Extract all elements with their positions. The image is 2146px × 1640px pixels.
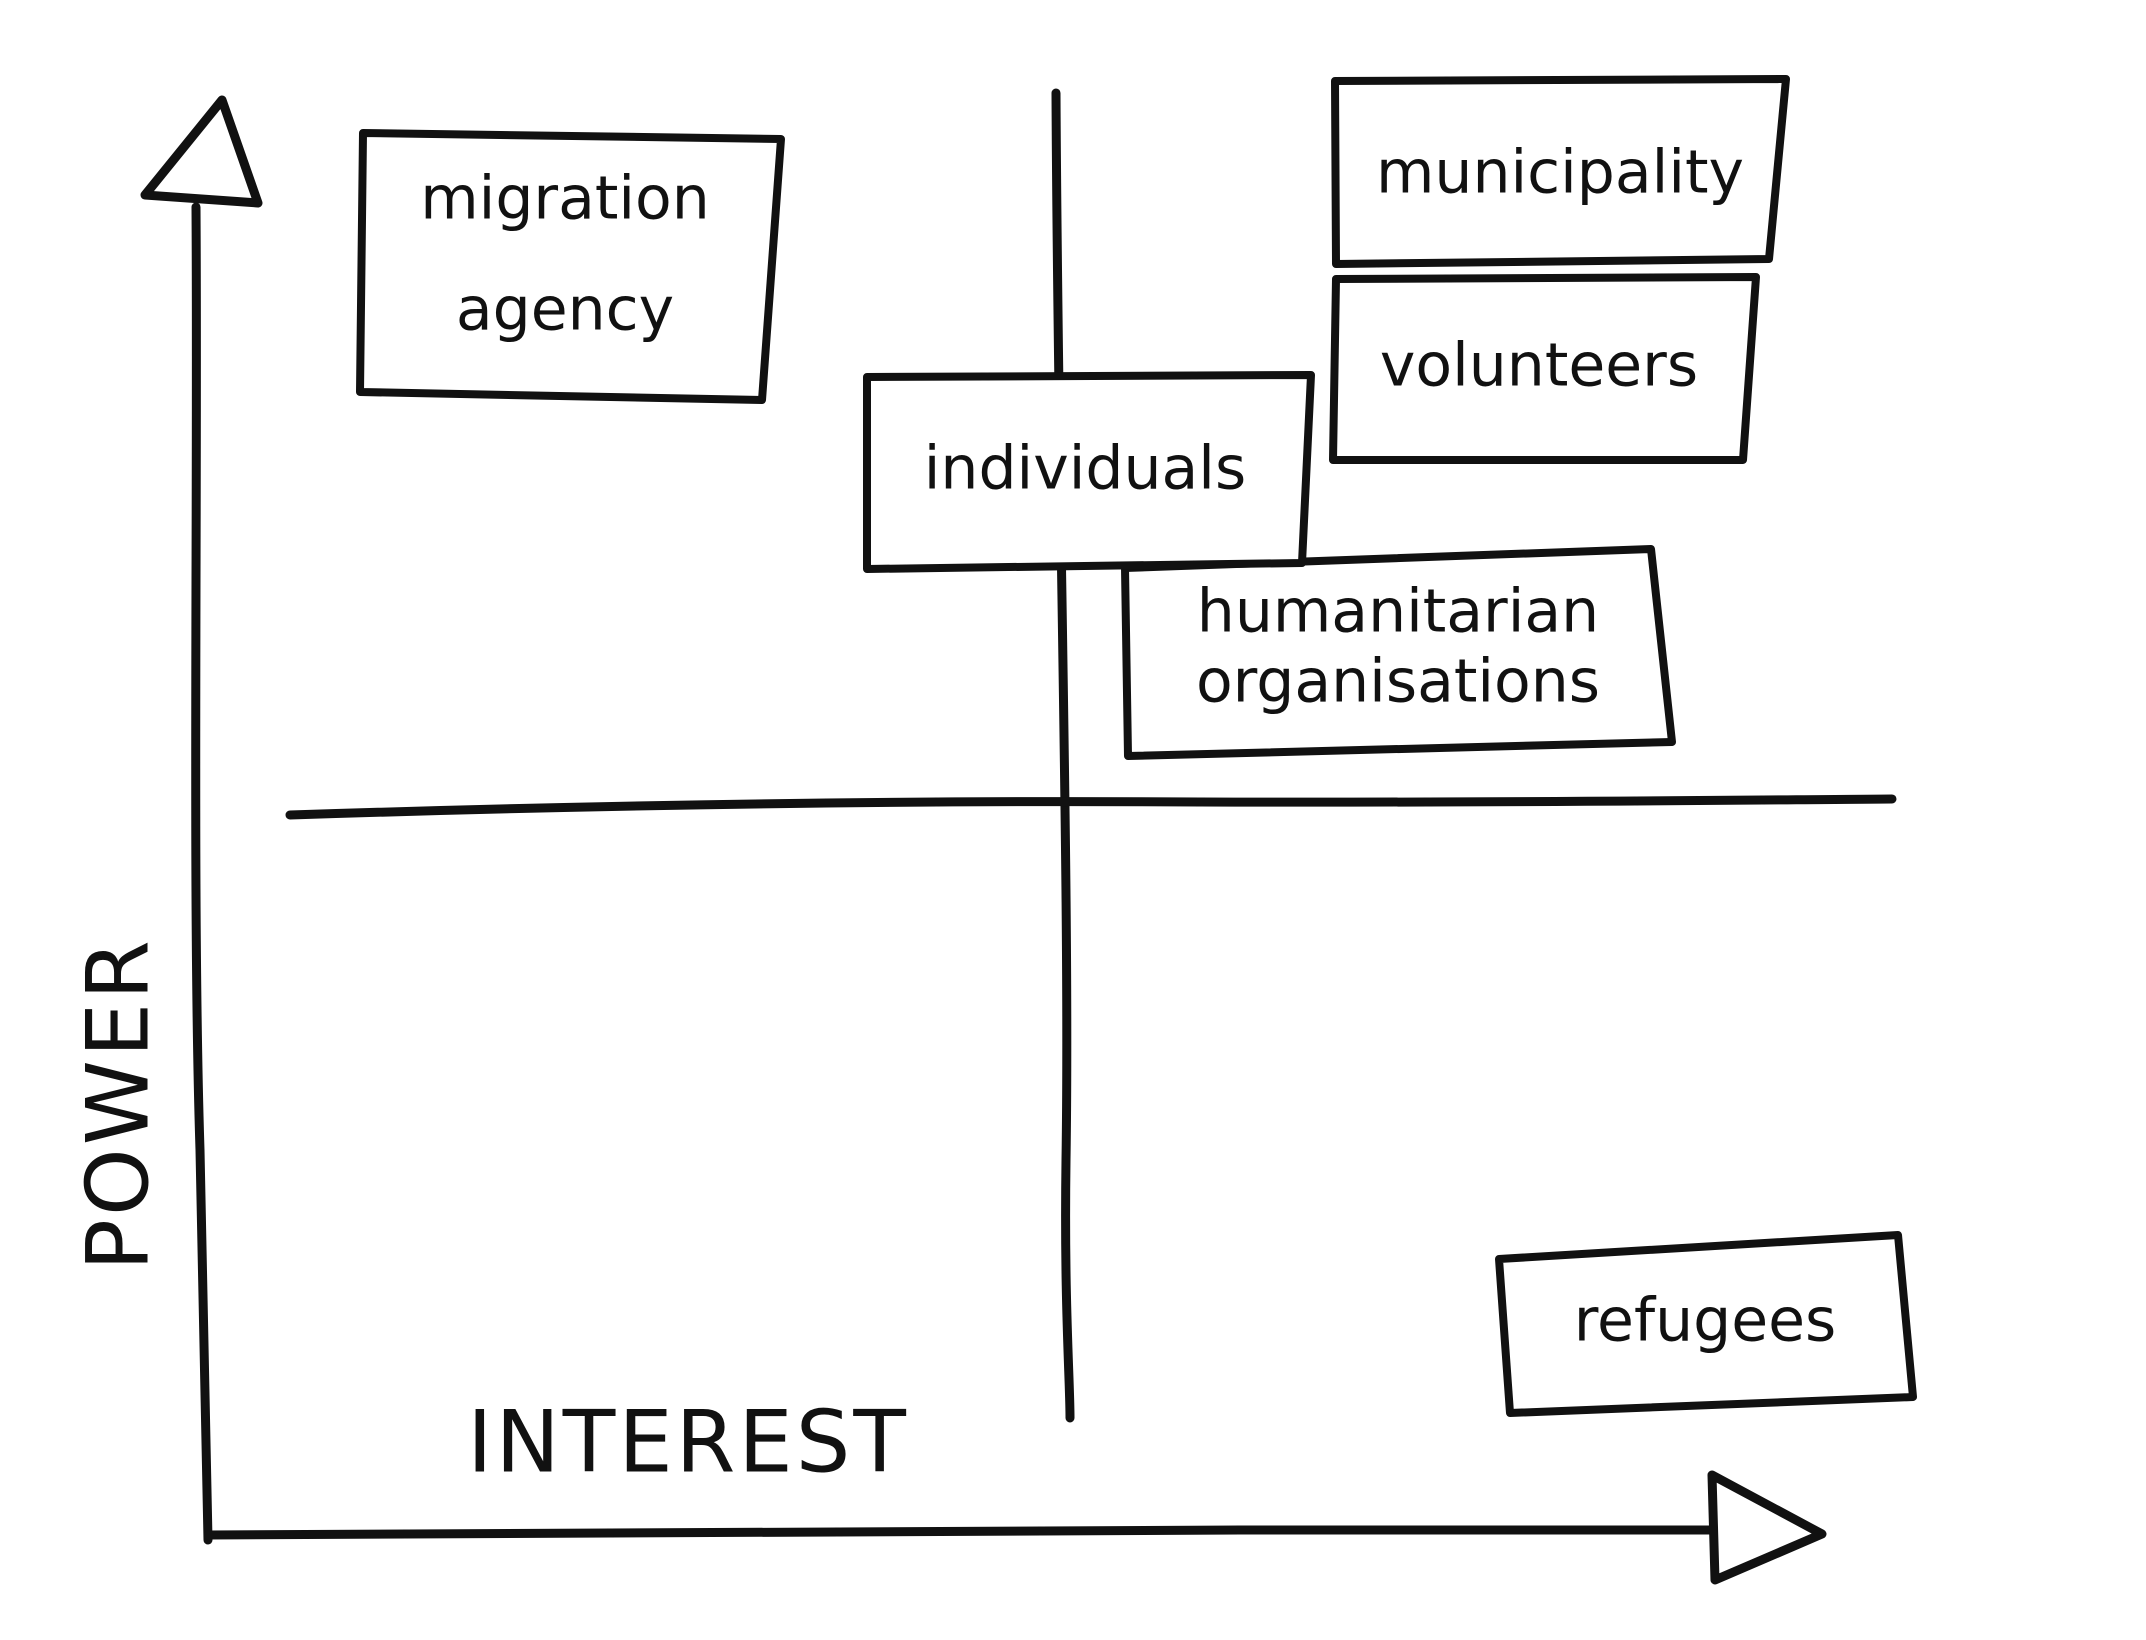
box-label: volunteers (1380, 331, 1698, 401)
stakeholder-box-municipality: municipality (1331, 75, 1790, 268)
x-axis-line (203, 1525, 1717, 1540)
x-axis-label: INTEREST (467, 1392, 909, 1492)
quadrant-divider-vertical (1051, 88, 1075, 1423)
box-outline (356, 129, 785, 404)
x-axis (203, 1470, 1827, 1585)
stakeholder-box-migration-agency: migration agency (356, 129, 785, 404)
y-axis-label: POWER (68, 937, 168, 1271)
box-label: municipality (1376, 138, 1744, 208)
stakeholder-box-humanitarian-organisations: humanitarian organisations (1121, 545, 1676, 760)
y-axis-line (191, 202, 213, 1545)
box-label: refugees (1574, 1286, 1837, 1356)
x-axis-arrowhead (1707, 1470, 1827, 1585)
box-outline (1329, 273, 1760, 464)
y-axis (140, 95, 263, 1545)
stakeholder-box-individuals: individuals (863, 371, 1315, 573)
box-label: humanitarian (1197, 577, 1599, 647)
stakeholder-box-volunteers: volunteers (1329, 273, 1760, 464)
box-label: individuals (924, 434, 1246, 504)
y-axis-arrowhead (140, 95, 263, 208)
box-outline (863, 371, 1315, 573)
stakeholder-box-refugees: refugees (1495, 1231, 1917, 1417)
box-label: migration (420, 164, 710, 234)
box-outline (1495, 1231, 1917, 1417)
quadrant-divider-horizontal (285, 794, 1897, 820)
box-label: organisations (1196, 647, 1600, 717)
box-outline (1331, 75, 1790, 268)
box-label: agency (456, 275, 674, 345)
box-outline (1121, 545, 1676, 760)
